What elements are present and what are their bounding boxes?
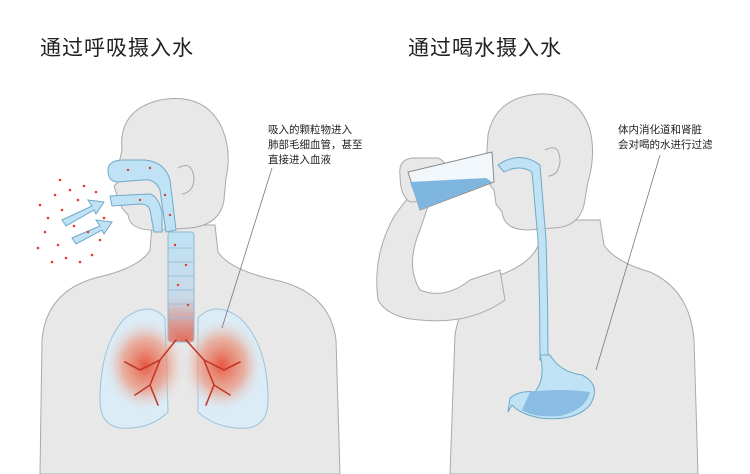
airborne-particles — [36, 178, 106, 264]
esophagus — [497, 157, 549, 361]
right-pointer-line — [595, 154, 661, 371]
right-figure — [376, 93, 699, 474]
left-title: 通过呼吸摄入水 — [40, 36, 194, 60]
right-annotation-line: 体内消化道和肾脏 — [618, 124, 702, 136]
left-pointer-line — [221, 167, 273, 329]
right-annotation-line: 会对喝的水进行过滤 — [618, 139, 713, 151]
left-annotation-line: 直接进入血液 — [268, 154, 331, 166]
mouth-airway — [109, 193, 163, 233]
left-annotation-line: 吸入的颗粒物进入 — [268, 124, 352, 136]
nasal-airway — [107, 159, 177, 233]
left-annotation: 吸入的颗粒物进入 肺部毛细血管，甚至 直接进入血液 — [268, 123, 363, 168]
left-lung-glow — [103, 317, 187, 413]
stomach-water — [522, 390, 590, 417]
left-figure — [36, 98, 341, 474]
glass-water — [410, 178, 492, 210]
right-ear — [544, 147, 561, 177]
inhale-arrows — [61, 199, 113, 245]
right-head — [485, 93, 594, 231]
right-arm — [376, 194, 506, 322]
inhaled-particles — [126, 166, 190, 307]
right-annotation: 体内消化道和肾脏 会对喝的水进行过滤 — [618, 123, 713, 153]
left-annotation-line: 肺部毛细血管，甚至 — [268, 139, 363, 151]
bronchi — [124, 339, 241, 406]
left-ear — [177, 165, 195, 195]
right-torso — [449, 219, 699, 474]
right-lung-glow — [180, 317, 264, 413]
trachea-rings — [168, 247, 194, 319]
right-title: 通过喝水摄入水 — [408, 36, 562, 60]
